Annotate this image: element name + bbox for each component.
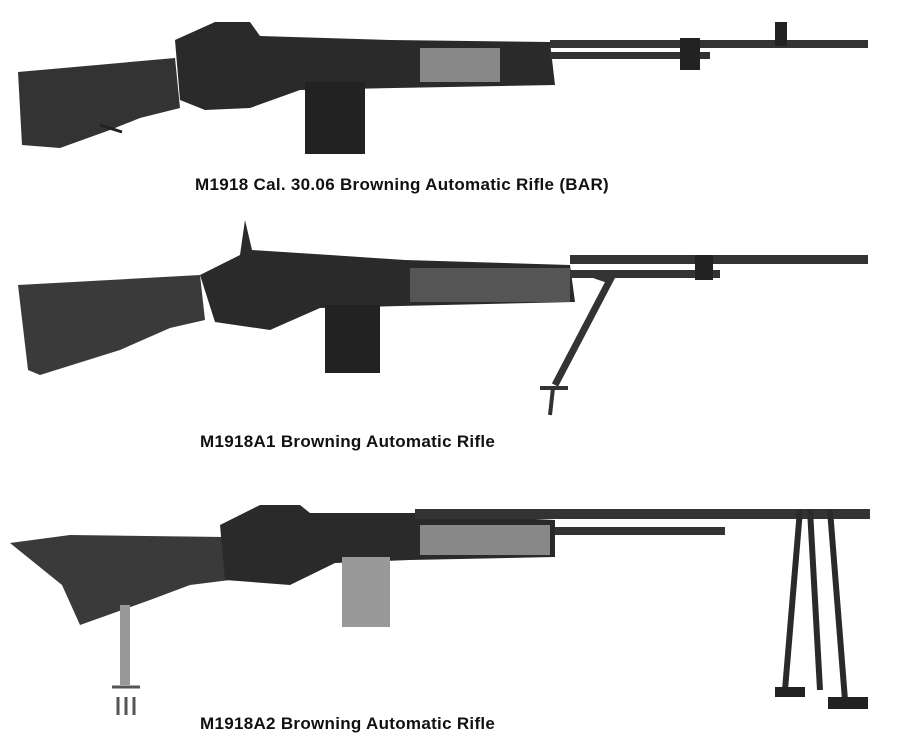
caption-m1918: M1918 Cal. 30.06 Browning Automatic Rifl… <box>195 175 609 194</box>
rifle-m1918-image <box>18 22 868 154</box>
caption-m1918a1: M1918A1 Browning Automatic Rifle <box>200 432 496 451</box>
caption-m1918a2: M1918A2 Browning Automatic Rifle <box>200 714 496 733</box>
rifle-m1918a1-image <box>18 220 868 416</box>
rifle-m1918a2-image <box>10 505 870 715</box>
